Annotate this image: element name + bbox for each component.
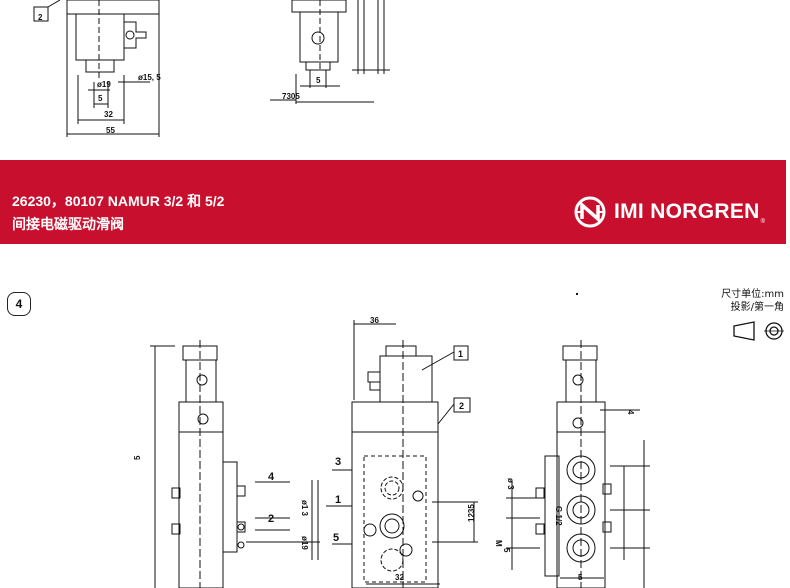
dim-d5b: 5 (578, 573, 583, 582)
brand-registered: ® (760, 219, 766, 225)
dim-7305: 7305 (282, 92, 300, 101)
first-angle-projection-icon (733, 321, 784, 341)
banner-title-line2: 间接电磁驱动滑阀 (12, 216, 124, 232)
dim-d4: 4 (626, 410, 635, 415)
units-line1: 尺寸单位:mm (721, 289, 784, 300)
dim-height: 5 (133, 455, 142, 460)
dim-d5: 5 (98, 94, 103, 103)
dim-d3: ø 3 (506, 478, 515, 490)
dim-d19: ø19 (97, 80, 111, 89)
dim-1235: 1235 (467, 504, 476, 522)
port-5: 5 (333, 532, 339, 544)
port-1: 1 (335, 494, 341, 506)
callout-box-2 (33, 6, 49, 22)
banner-title-line1: 26230，80107 NAMUR 3/2 和 5/2 (12, 193, 225, 209)
callout-2: 2 (459, 401, 464, 411)
top-left-view (33, 0, 160, 137)
dim-r5: 5 (316, 76, 321, 85)
thread-g12: G 1/2 (554, 506, 563, 526)
callout-2-label: 2 (38, 13, 43, 22)
top-right-view (270, 0, 390, 104)
dim-d13: ø1 3 (300, 500, 309, 517)
dim-d15: ø15, 5 (138, 73, 161, 82)
bottom-right-view (506, 340, 650, 588)
figure-number-badge: 4 (7, 292, 31, 316)
brand-name: IMI NORGREN (614, 200, 760, 223)
bottom-left-view (150, 340, 320, 588)
dim-d5-right: 5 (502, 548, 511, 553)
port-2-left: 2 (268, 513, 274, 525)
brand-logo: IMI NORGREN ® (572, 196, 765, 228)
stray-dot (576, 293, 578, 295)
norgren-logo-icon (574, 196, 606, 228)
dim-d32: 32 (104, 110, 113, 119)
title-banner: 26230，80107 NAMUR 3/2 和 5/2 间接电磁驱动滑阀 IMI… (0, 160, 786, 244)
dim-d55: 55 (106, 126, 115, 135)
dim-m: M (494, 540, 503, 547)
port-4: 4 (268, 471, 275, 483)
port-3: 3 (335, 456, 341, 468)
dim-d36: 36 (370, 316, 379, 325)
bottom-center-view (326, 320, 478, 588)
units-note: 尺寸单位:mm 投影/第一角 (721, 288, 784, 314)
callout-1: 1 (458, 349, 463, 359)
dim-d19-left: ø19 (300, 536, 309, 550)
dim-d32-center: 32 (395, 573, 404, 582)
units-line2: 投影/第一角 (730, 302, 784, 313)
